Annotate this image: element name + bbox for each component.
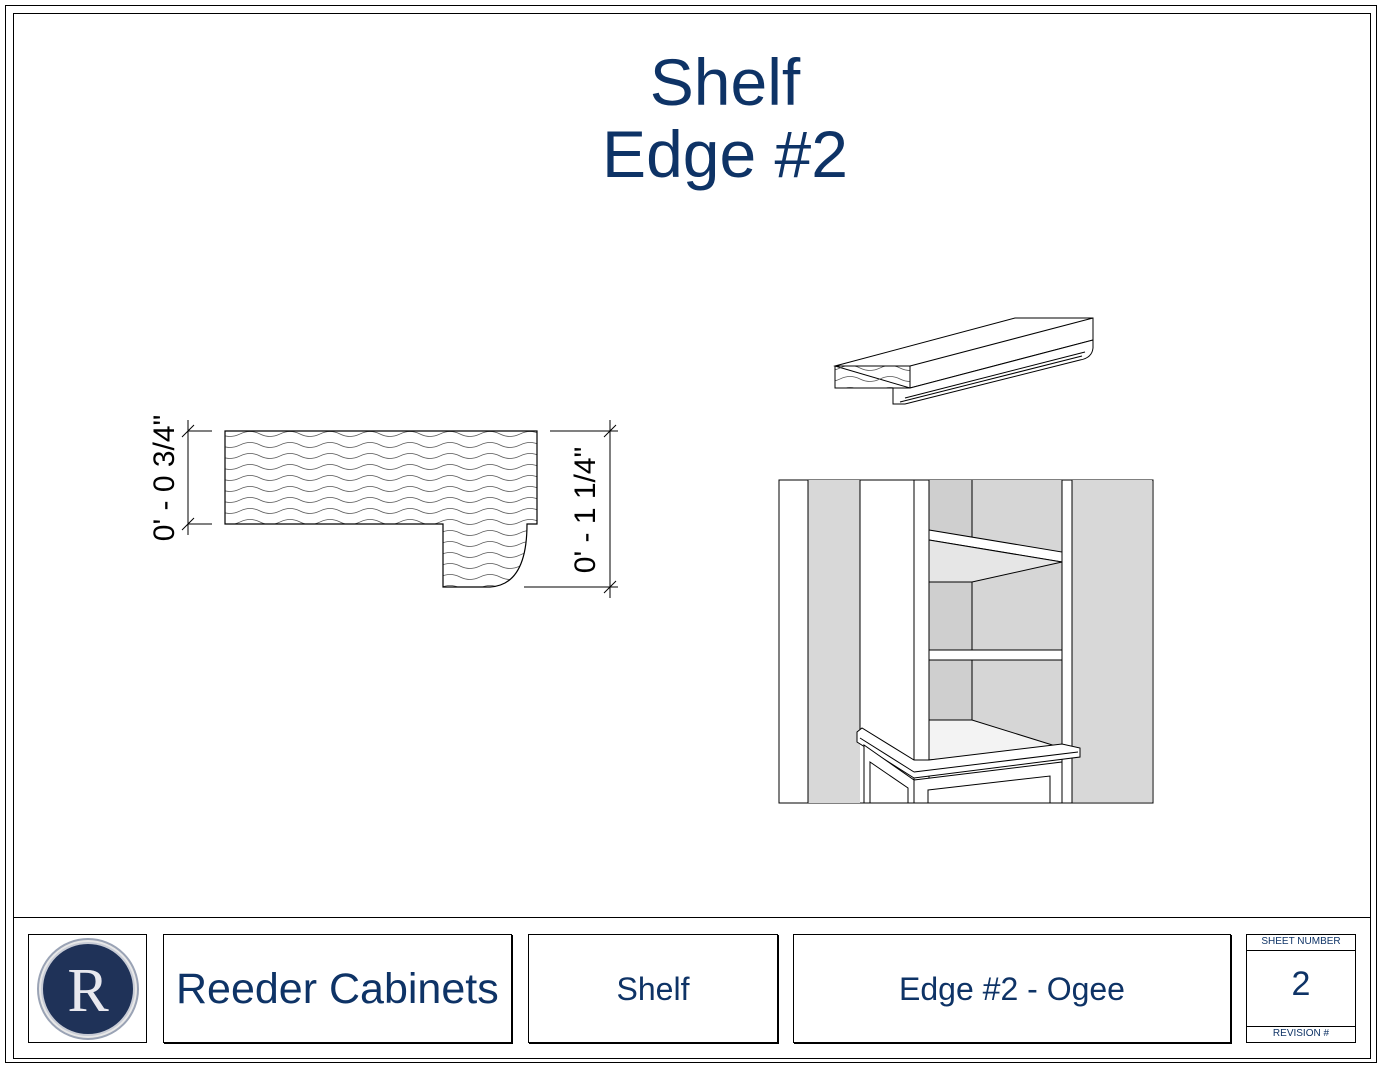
dimension-left-label: 0' - 0 3/4" [148, 415, 181, 541]
detail-box: Edge #2 - Ogee [793, 934, 1231, 1043]
shelf-edge-isometric [833, 317, 1094, 405]
sheet-number-box: SHEET NUMBER 2 REVISION # [1246, 934, 1356, 1043]
sheet-title-line2: Edge #2 [602, 117, 848, 191]
sheet-number-label: SHEET NUMBER [1247, 935, 1355, 951]
dimension-left [181, 420, 212, 535]
company-logo: R [37, 938, 139, 1040]
title-block-divider [13, 917, 1371, 918]
company-name: Reeder Cabinets [176, 965, 499, 1013]
detail-name: Edge #2 - Ogee [899, 971, 1125, 1007]
item-box: Shelf [528, 934, 778, 1043]
revision-label: REVISION # [1247, 1026, 1355, 1042]
dimension-right [524, 420, 618, 598]
item-name: Shelf [616, 971, 690, 1007]
cabinet-render [778, 479, 1154, 804]
sheet-title-line1: Shelf [649, 45, 801, 119]
company-name-box: Reeder Cabinets [163, 934, 512, 1043]
sheet-number: 2 [1291, 965, 1311, 1003]
logo-letter: R [67, 957, 109, 1025]
sheet-border-inner [13, 13, 1371, 1059]
company-logo-box: R [28, 934, 147, 1043]
shelf-edge-profile [224, 430, 538, 588]
dimension-right-label: 0' - 1 1/4" [569, 447, 602, 573]
sheet-border-outer [5, 5, 1377, 1063]
